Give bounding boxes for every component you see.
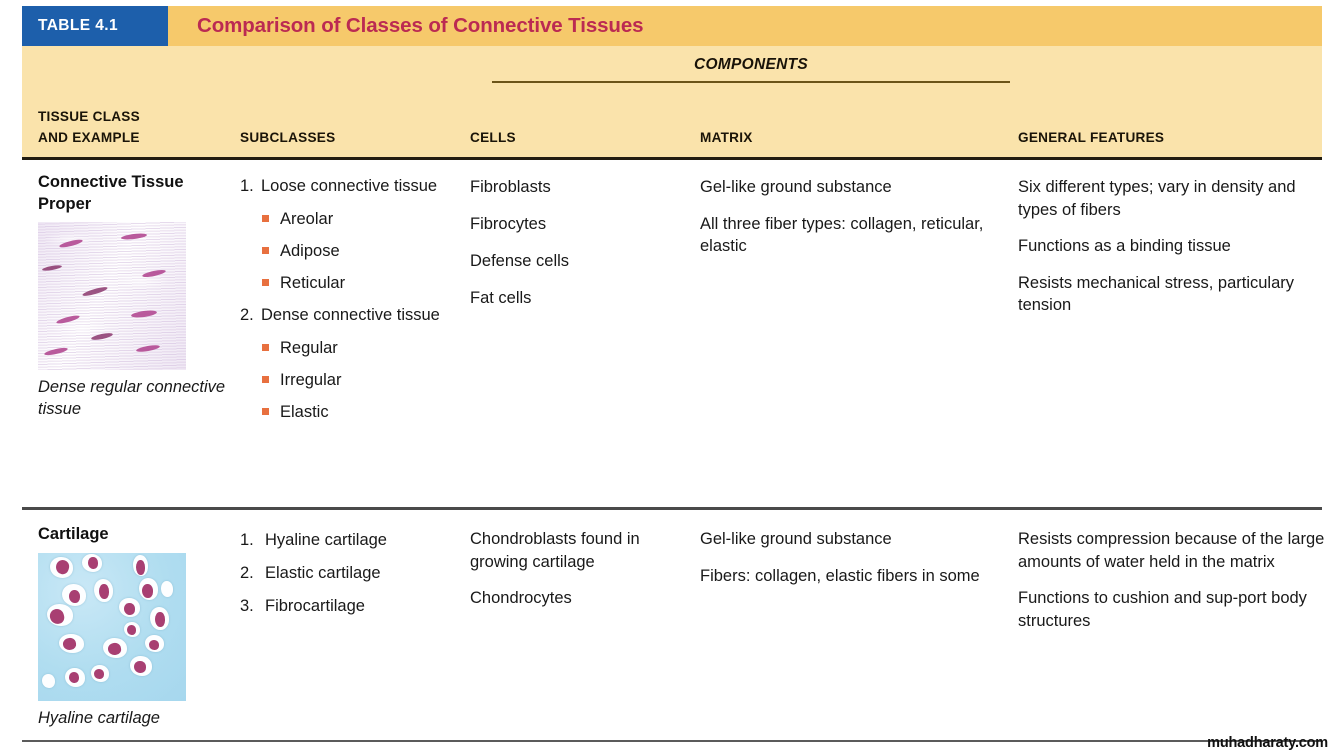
general-feature-entry: Resists compression because of the large… [1018, 530, 1325, 571]
header-bottom-rule [22, 157, 1322, 160]
subclass-number: 3. [240, 597, 254, 615]
column-header-general-features: GENERAL FEATURES [1018, 130, 1165, 145]
square-bullet-icon [262, 408, 269, 415]
square-bullet-icon [262, 344, 269, 351]
bullet-label: Irregular [280, 371, 342, 389]
cell-matrix: Gel-like ground substance All three fibe… [700, 176, 1005, 258]
dense-connective-tissue-image [38, 222, 186, 370]
subclass-number: 2. [240, 306, 254, 324]
matrix-entry: Fibers: collagen, elastic fibers in some [700, 566, 980, 585]
tissue-class-name: Cartilage [38, 525, 109, 543]
bullet-label: Elastic [280, 403, 329, 421]
cells-entry: Fibrocytes [470, 215, 547, 233]
cell-tissue-class: Cartilage [38, 524, 228, 729]
hyaline-cartilage-image [38, 552, 186, 701]
tissue-class-name: Connective Tissue Proper [38, 173, 184, 213]
cells-entry: Fibroblasts [470, 178, 551, 196]
list-item: Areolar [262, 207, 462, 231]
column-header-matrix: MATRIX [700, 130, 753, 145]
table-header-area: COMPONENTS TISSUE CLASS AND EXAMPLE SUBC… [22, 46, 1322, 157]
tissue-image-caption: Dense regular connective tissue [38, 378, 226, 418]
list-item: Reticular [262, 271, 462, 295]
column-header-tissue-class: TISSUE CLASS AND EXAMPLE [38, 106, 140, 148]
matrix-entry: All three fiber types: collagen, reticul… [700, 214, 984, 256]
bullet-label: Regular [280, 339, 338, 357]
subclass-list: 1. Loose connective tissue [240, 174, 462, 198]
subclass-number: 1. [240, 177, 254, 195]
subclass-item: 1. Loose connective tissue [240, 174, 462, 198]
list-item: Adipose [262, 239, 462, 263]
subclass-text: Fibrocartilage [265, 597, 365, 615]
cell-general-features: Six different types; vary in density and… [1018, 176, 1328, 317]
matrix-entry: Gel-like ground substance [700, 530, 892, 548]
bullet-label: Adipose [280, 242, 340, 260]
subclass-number: 1. [240, 531, 254, 549]
table-title: Comparison of Classes of Connective Tiss… [197, 14, 644, 37]
subclass-text: Loose connective tissue [261, 177, 438, 195]
general-feature-entry: Six different types; vary in density and… [1018, 178, 1296, 219]
list-item: Regular [262, 336, 462, 360]
cells-entry: Chondrocytes [470, 589, 572, 607]
column-header-tissue-class-line2: AND EXAMPLE [38, 130, 140, 145]
table-number-badge: TABLE 4.1 [22, 6, 168, 46]
subclass-text: Elastic cartilage [265, 564, 381, 582]
components-group-rule [492, 81, 1010, 83]
subclass-text: Hyaline cartilage [265, 531, 387, 549]
bullet-label: Areolar [280, 210, 334, 228]
subclass-text: Dense connective tissue [261, 306, 440, 324]
cell-cells: Chondroblasts found in growing cartilage… [470, 528, 695, 610]
square-bullet-icon [262, 279, 269, 286]
subclass-bullets-loose: Areolar Adipose Reticular [240, 207, 462, 295]
cell-tissue-class: Connective Tissue Proper Dense regular c… [38, 172, 228, 420]
subclass-item: 2. Elastic cartilage [240, 561, 462, 585]
matrix-entry: Gel-like ground substance [700, 178, 892, 196]
column-header-subclasses: SUBCLASSES [240, 130, 336, 145]
cell-matrix: Gel-like ground substance Fibers: collag… [700, 528, 1005, 587]
subclass-bullets-dense: Regular Irregular Elastic [240, 336, 462, 424]
subclass-number: 2. [240, 564, 254, 582]
subclass-item: 1. Hyaline cartilage [240, 528, 462, 552]
cell-general-features: Resists compression because of the large… [1018, 528, 1328, 632]
list-item: Irregular [262, 368, 462, 392]
list-item: Elastic [262, 400, 462, 424]
square-bullet-icon [262, 376, 269, 383]
watermark: muhadharaty.com [1207, 735, 1328, 751]
column-header-cells: CELLS [470, 130, 516, 145]
row-separator-rule [22, 507, 1322, 510]
table-bottom-rule [22, 740, 1322, 742]
subclass-item: 3. Fibrocartilage [240, 594, 462, 618]
general-feature-entry: Functions to cushion and sup-port body s… [1018, 589, 1307, 630]
cells-entry: Fat cells [470, 289, 532, 307]
subclass-list: 1. Hyaline cartilage 2. Elastic cartilag… [240, 528, 462, 618]
square-bullet-icon [262, 247, 269, 254]
components-group-header: COMPONENTS [693, 56, 809, 73]
subclass-list-2: 2. Dense connective tissue [240, 303, 462, 327]
cell-subclasses: 1. Hyaline cartilage 2. Elastic cartilag… [240, 528, 462, 627]
subclass-item: 2. Dense connective tissue [240, 303, 462, 327]
column-header-tissue-class-line1: TISSUE CLASS [38, 109, 140, 124]
general-feature-entry: Functions as a binding tissue [1018, 237, 1231, 255]
cell-cells: Fibroblasts Fibrocytes Defense cells Fat… [470, 176, 695, 309]
table-title-band: TABLE 4.1 Comparison of Classes of Conne… [22, 6, 1322, 46]
cell-subclasses: 1. Loose connective tissue Areolar Adipo… [240, 174, 462, 432]
tissue-image-caption: Hyaline cartilage [38, 708, 160, 727]
general-feature-entry: Resists mechanical stress, particulary t… [1018, 273, 1295, 315]
table-number-label: TABLE 4.1 [38, 17, 118, 34]
square-bullet-icon [262, 215, 269, 222]
bullet-label: Reticular [280, 274, 346, 292]
cells-entry: Chondroblasts found in growing cartilage [470, 530, 640, 571]
cells-entry: Defense cells [470, 252, 570, 270]
